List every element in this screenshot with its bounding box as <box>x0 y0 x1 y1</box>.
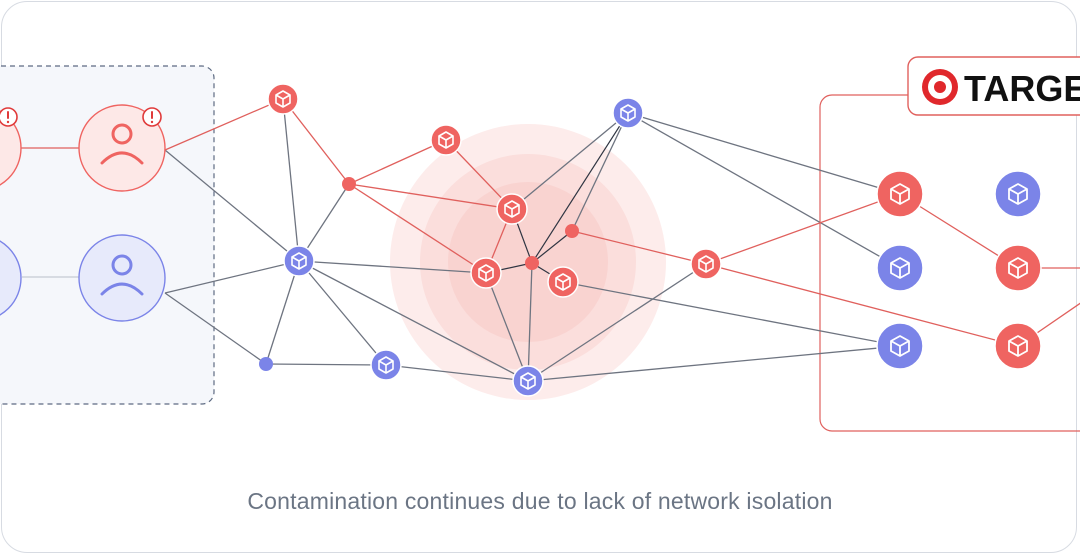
user-node-clean-partial <box>0 240 22 316</box>
cube-node <box>370 349 402 381</box>
infected-nodes <box>267 83 1042 370</box>
user-node-clean <box>78 234 166 322</box>
cube-node <box>994 170 1042 218</box>
user-icon <box>100 123 144 165</box>
cube-node <box>512 365 544 397</box>
junction-dots <box>259 177 579 371</box>
cube-node <box>547 266 579 298</box>
cube-node <box>876 244 924 292</box>
cube-node <box>470 257 502 289</box>
user-icon <box>100 254 144 296</box>
network-edges <box>20 98 1080 382</box>
cube-node <box>876 170 924 218</box>
cube-node <box>267 83 299 115</box>
user-node-infected <box>78 104 166 192</box>
cube-node <box>430 124 462 156</box>
exclamation-icon <box>0 107 18 127</box>
target-logo-icon <box>922 69 958 105</box>
cube-node <box>994 322 1042 370</box>
user-node-infected-partial <box>0 107 22 186</box>
cube-node <box>496 193 528 225</box>
cube-node <box>876 322 924 370</box>
brand-badge: TARGET <box>907 56 1080 116</box>
brand-name: TARGET <box>964 68 1080 109</box>
exclamation-icon <box>142 107 162 127</box>
cube-node <box>994 244 1042 292</box>
cube-node <box>283 245 315 277</box>
diagram-caption: Contamination continues due to lack of n… <box>247 488 833 514</box>
clean-nodes <box>283 97 1042 397</box>
cube-node <box>690 248 722 280</box>
cube-node <box>612 97 644 129</box>
